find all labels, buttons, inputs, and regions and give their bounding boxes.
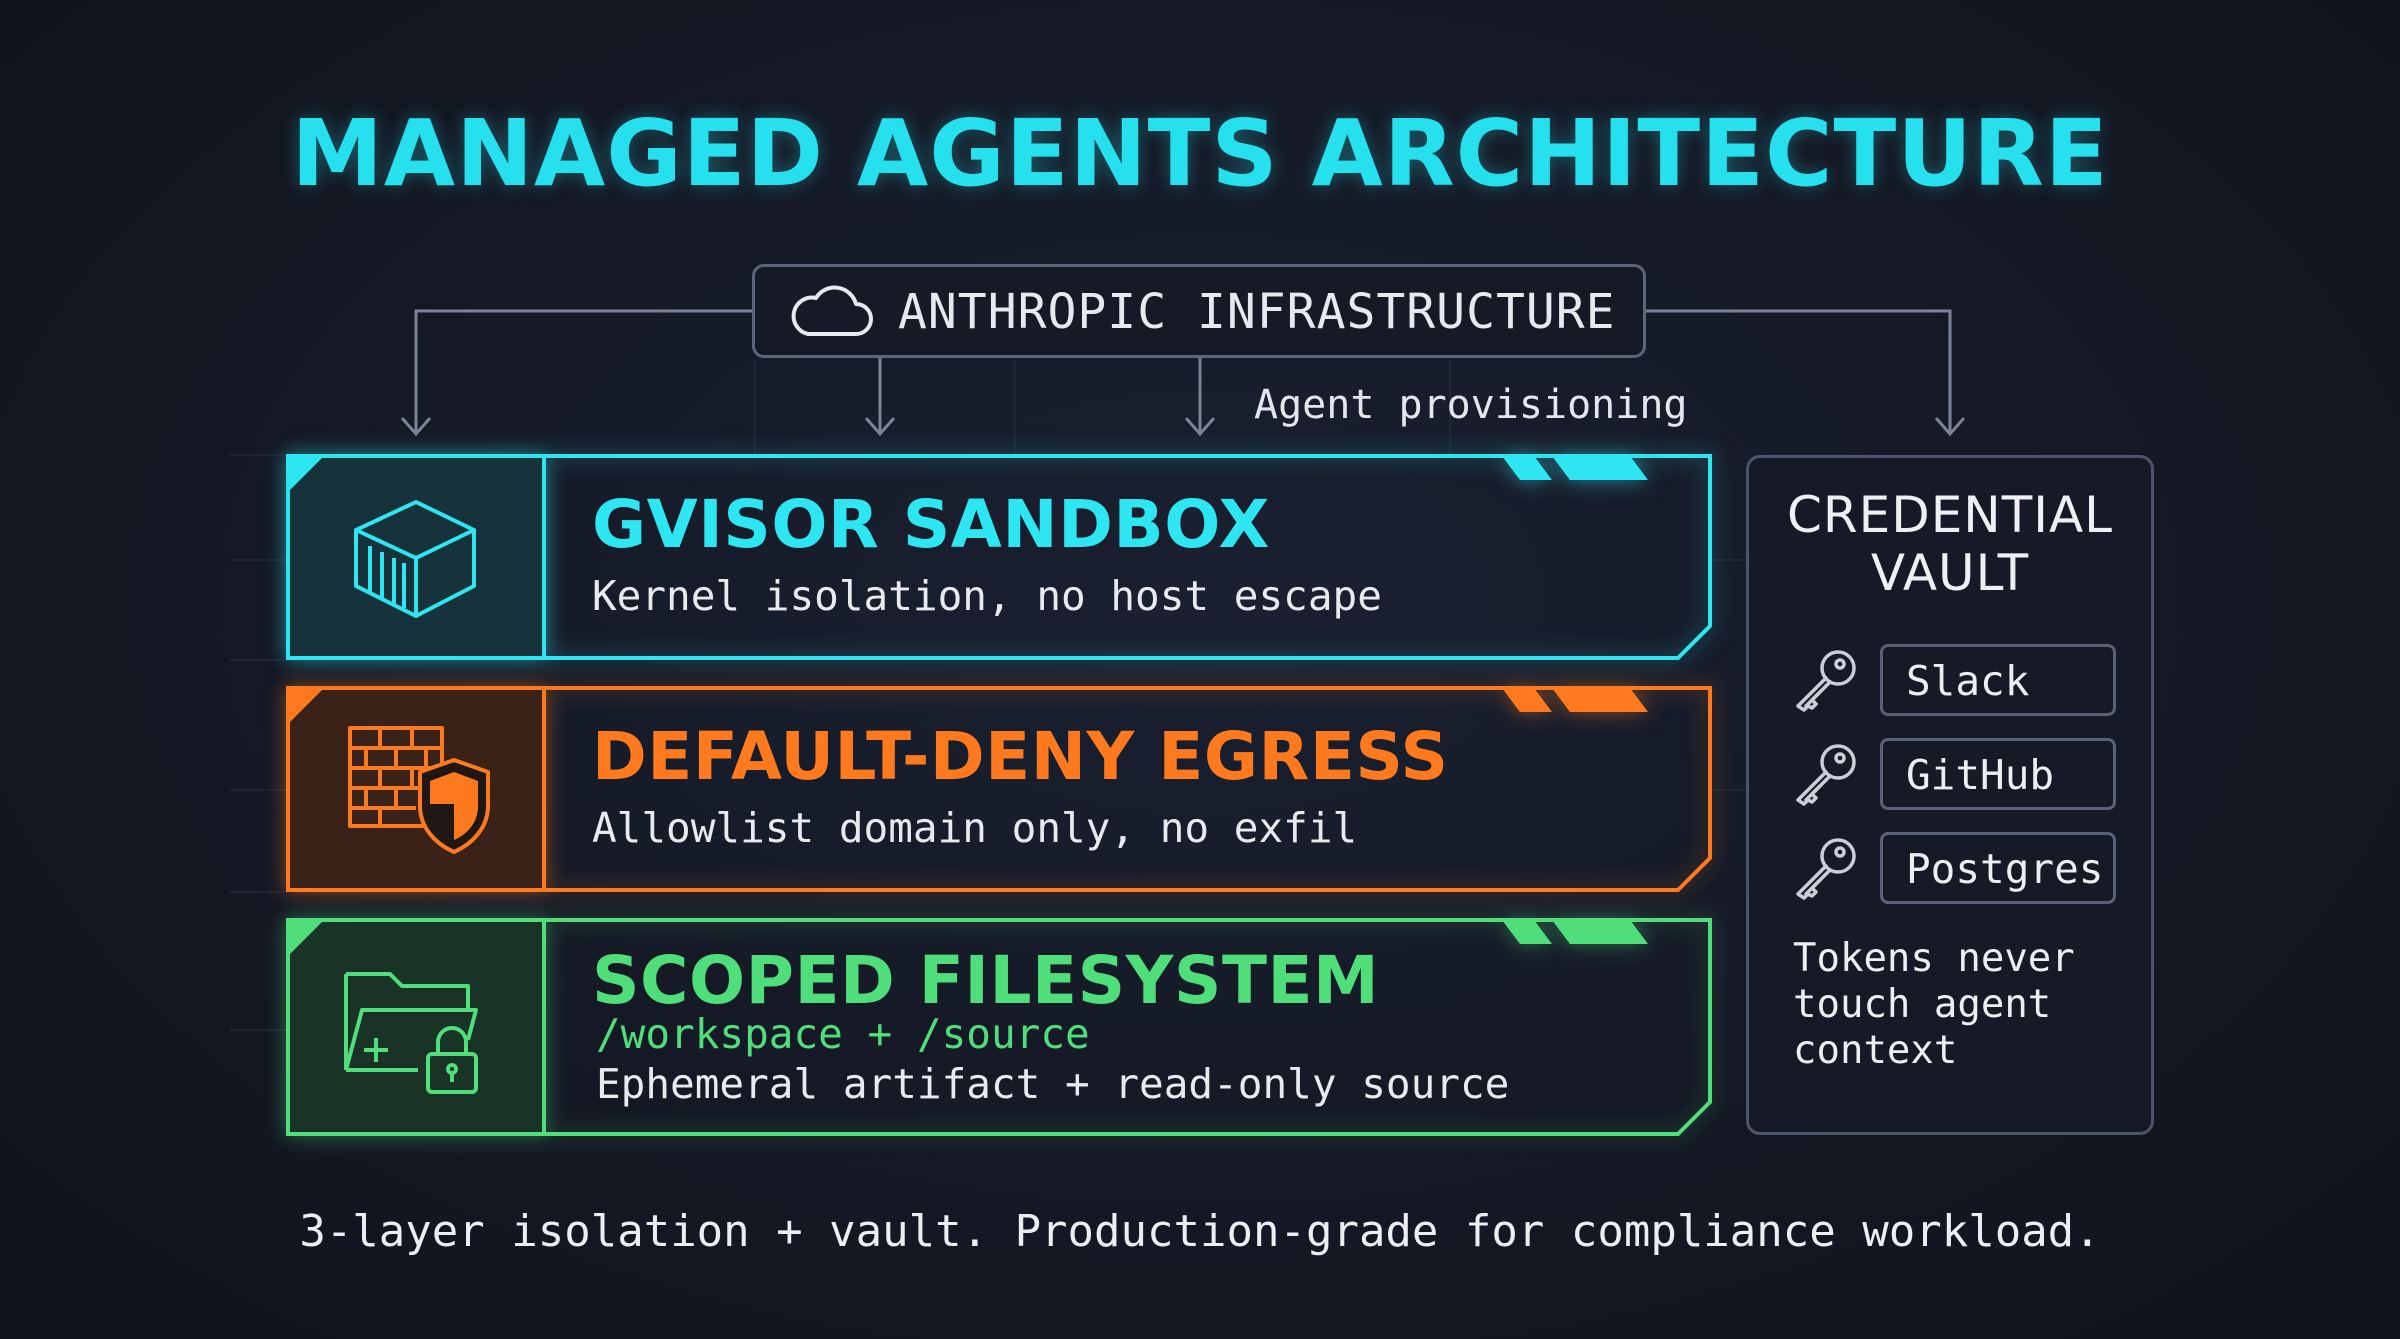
cloud-icon xyxy=(791,285,873,336)
vault-note-line1: Tokens never xyxy=(1793,936,2075,981)
layer-subtitle: Ephemeral artifact + read-only source xyxy=(596,1060,1510,1108)
credential-item: Slack xyxy=(1790,644,2120,716)
layer-title: SCOPED FILESYSTEM xyxy=(592,942,1380,1019)
credential-label: Postgres xyxy=(1906,845,2104,893)
layer-default-deny-egress: DEFAULT-DENY EGRESS Allowlist domain onl… xyxy=(286,686,1712,892)
credential-item: GitHub xyxy=(1790,738,2120,810)
vault-title-line1: CREDENTIAL xyxy=(1786,486,2114,544)
folder-lock-icon xyxy=(344,972,478,1094)
credential-pill xyxy=(1880,832,2116,904)
vault-note: Tokens never touch agent context xyxy=(1793,936,2133,1074)
credential-label: GitHub xyxy=(1906,751,2055,799)
credential-item: Postgres xyxy=(1790,832,2120,904)
layer-subtitle: Allowlist domain only, no exfil xyxy=(592,804,1358,852)
layer-subtitle: Kernel isolation, no host escape xyxy=(592,572,1382,620)
key-icon xyxy=(1796,838,1856,900)
vault-title-line2: VAULT xyxy=(1870,544,2030,602)
caption: 3-layer isolation + vault. Production-gr… xyxy=(299,1206,2101,1257)
page-title: MANAGED AGENTS ARCHITECTURE xyxy=(291,100,2109,207)
layer-frame xyxy=(286,918,1712,1136)
vault-note-line2: touch agent xyxy=(1793,982,2052,1027)
credential-pill xyxy=(1880,738,2116,810)
layer-scoped-filesystem: SCOPED FILESYSTEM /workspace + /source E… xyxy=(286,918,1712,1136)
firewall-shield-icon xyxy=(348,726,490,854)
layer-path: /workspace + /source xyxy=(596,1010,1090,1058)
key-icon xyxy=(1796,650,1856,712)
vault-title: CREDENTIAL VAULT xyxy=(1746,486,2154,602)
layer-title: GVISOR SANDBOX xyxy=(592,486,1270,563)
layer-frame xyxy=(286,686,1712,892)
key-icon xyxy=(1796,744,1856,806)
infrastructure-label: ANTHROPIC INFRASTRUCTURE xyxy=(898,284,1616,340)
vault-note-line3: context xyxy=(1793,1028,1958,1073)
layer-gvisor-sandbox: GVISOR SANDBOX Kernel isolation, no host… xyxy=(286,454,1712,660)
agent-provisioning-label: Agent provisioning xyxy=(1254,382,1688,428)
provisioning-connectors xyxy=(400,309,1966,437)
credential-pill xyxy=(1880,644,2116,716)
credential-label: Slack xyxy=(1906,657,2030,705)
container-box-icon xyxy=(354,500,476,618)
infrastructure-box xyxy=(752,264,1646,358)
layer-title: DEFAULT-DENY EGRESS xyxy=(592,718,1449,795)
